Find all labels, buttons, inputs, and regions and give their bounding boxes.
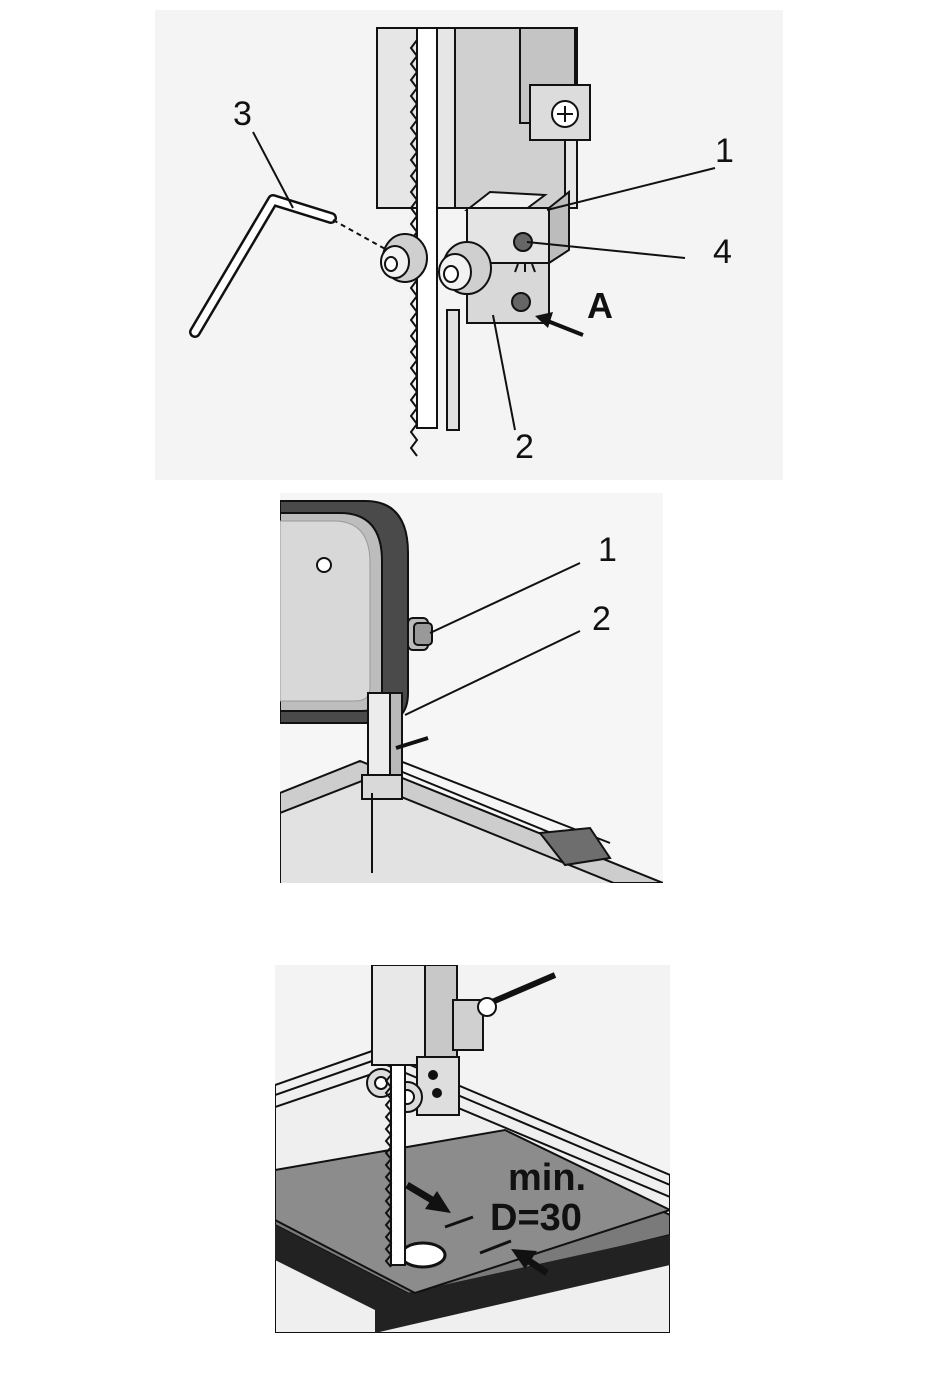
callout-2: 2 [592,600,611,638]
figure-min-distance: min. D=30 [275,965,670,1333]
guide-post-illustration: 1 2 [280,493,663,883]
distance-label: D=30 [490,1197,582,1239]
blade-slot [401,1243,445,1267]
min-distance-illustration: min. D=30 [275,965,670,1333]
lower-post [447,310,459,430]
blade-guide-illustration: 1 4 3 2 A [155,10,783,480]
leader-2 [493,315,515,430]
guide-bearing-right [439,242,491,294]
fixing-screw-hole [512,293,530,311]
saw-table [280,761,663,883]
callout-3: 3 [233,95,252,133]
callout-1: 1 [598,531,617,569]
hex-key-icon [195,200,387,332]
figure-blade-guide-adjustment: 1 4 3 2 A [155,10,783,480]
leader-1 [430,563,580,633]
bracket-screw [530,85,590,140]
figure-guide-post-height: 1 2 [280,493,663,883]
post-screw [478,998,496,1016]
callout-a: A [587,285,613,326]
callout-1: 1 [715,132,734,170]
housing-screw [317,558,331,572]
callout-2: 2 [515,428,534,466]
lock-knob-icon [408,618,432,650]
hex-key-guide-line [333,220,387,250]
guide-bearing-left [381,234,427,282]
min-label: min. [508,1157,586,1199]
wheel-housing [280,501,408,723]
callout-4: 4 [713,233,732,271]
